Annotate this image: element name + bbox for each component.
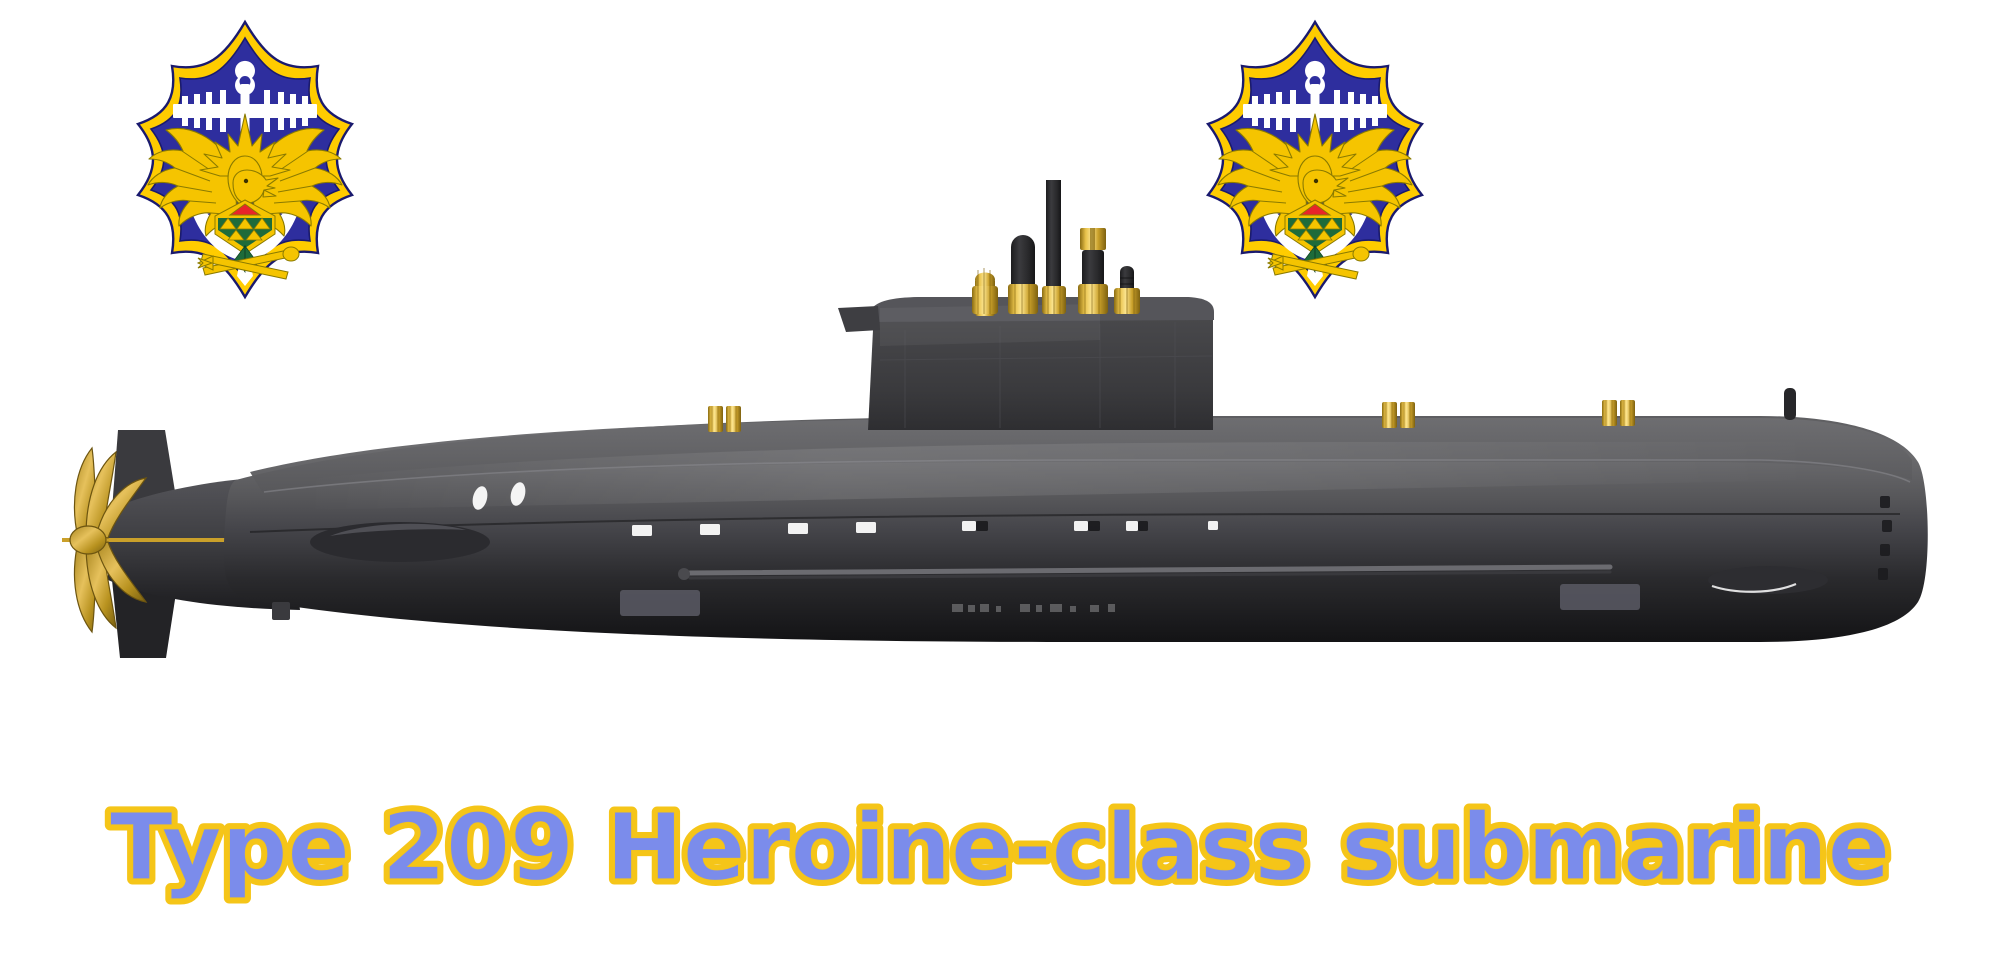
page-title-outline: Type 209 Heroine-class submarine [110,794,1890,901]
deck-cleat-mid [1382,402,1415,428]
free-flood-holes [472,482,526,510]
page-title: Type 209 Heroine-class submarine [110,794,1890,901]
propeller [69,446,148,634]
sail-conning-tower [838,297,1214,430]
mast-snorkel [1008,235,1038,314]
bow-sonar-fairing [1708,566,1828,594]
deck-cleat-fwd [1602,400,1635,426]
ballast-panel-fwd [1560,584,1640,610]
hull-vent-slots [632,521,1218,536]
mast-array [972,180,1140,316]
propeller-shaft [62,538,262,542]
mast-periscope [1078,228,1108,314]
flank-sonar-rail [678,564,1613,580]
page-title-inner-stroke: Type 209 Heroine-class submarine [110,794,1890,901]
sail-body [868,297,1213,430]
keel-bracket [272,602,290,620]
mast-tall-whip [1042,180,1066,314]
mast-fluted [972,268,998,316]
deck-cleats [708,400,1635,432]
deck-cleat-aft [708,406,741,432]
bow-antenna [1784,388,1796,420]
title-banner: Type 209 Heroine-class submarine Type 20… [0,789,2000,907]
ballast-panel-aft [620,590,700,616]
hull-vent-shadows [976,521,1148,531]
hull-marking [952,604,1115,612]
sail-plane-stub [838,306,880,332]
submarine-illustration [0,180,2000,790]
torpedo-tube-shutters [1878,496,1892,580]
lower-rudder [112,580,178,658]
pressure-hull [223,388,1928,642]
mast-radar [1114,266,1140,314]
deck-edge-line [263,459,1911,493]
